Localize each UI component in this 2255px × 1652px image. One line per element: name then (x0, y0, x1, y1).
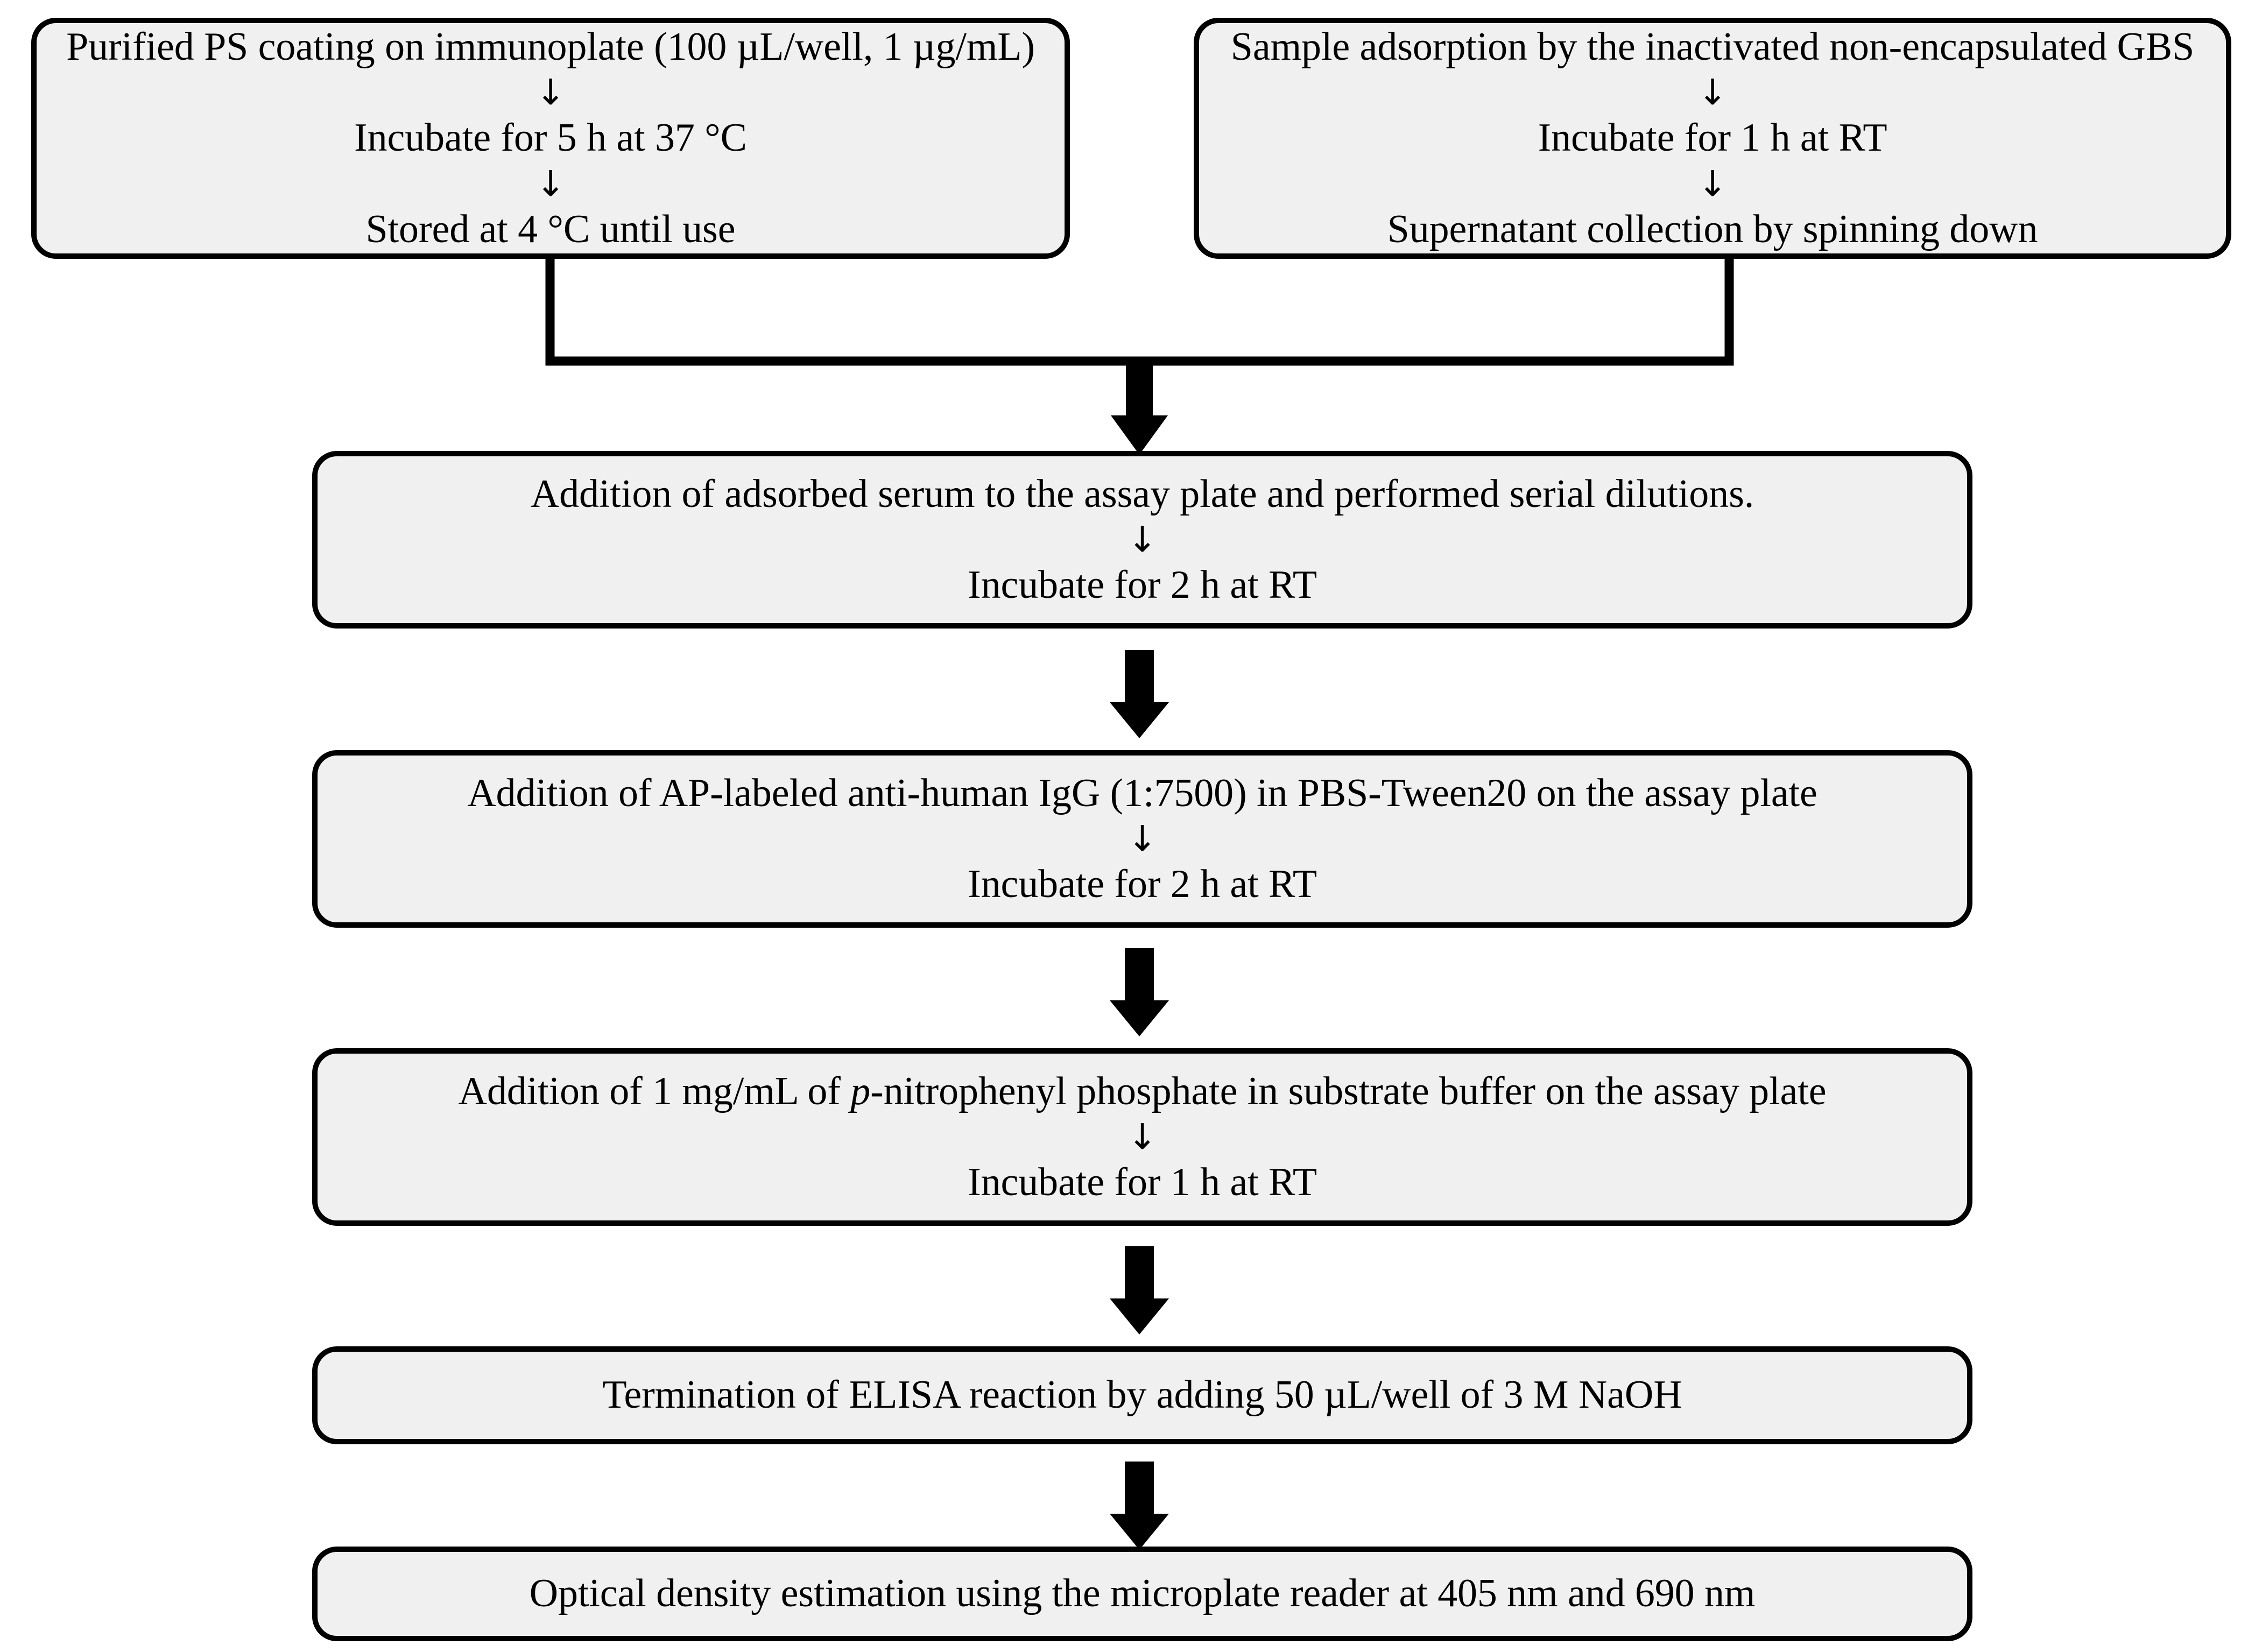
node-sample-adsorption[interactable]: Sample adsorption by the inactivated non… (1194, 18, 2231, 259)
substrate-line-1-prefix: Addition of 1 mg/mL of (458, 1069, 851, 1113)
sample-adsorption-line-2: Incubate for 1 h at RT (1538, 116, 1887, 160)
node-optical-density[interactable]: Optical density estimation using the mic… (312, 1547, 1972, 1641)
conjugate-addition-line-1: Addition of AP-labeled anti-human IgG (1… (467, 771, 1817, 815)
sample-adsorption-line-3: Supernatant collection by spinning down (1387, 207, 2038, 251)
substrate-addition-line-1: Addition of 1 mg/mL of p-nitrophenyl pho… (459, 1071, 1827, 1112)
node-substrate-addition[interactable]: Addition of 1 mg/mL of p-nitrophenyl pho… (312, 1048, 1972, 1226)
arrow-conjugate-to-substrate (1110, 948, 1169, 1036)
down-arrow-glyph: ↓ (535, 72, 566, 114)
sample-adsorption-line-1: Sample adsorption by the inactivated non… (1230, 24, 2195, 69)
arrow-serum-to-conjugate (1110, 650, 1169, 738)
down-arrow-glyph: ↓ (1697, 72, 1728, 114)
down-arrow-glyph: ↓ (535, 163, 566, 204)
substrate-addition-line-2: Incubate for 1 h at RT (968, 1160, 1317, 1204)
arrow-substrate-to-termination (1110, 1246, 1169, 1335)
ps-coating-line-3: Stored at 4 °C until use (365, 207, 736, 251)
serum-addition-line-2: Incubate for 2 h at RT (968, 563, 1317, 607)
substrate-line-1-italic-p: p (850, 1069, 871, 1113)
down-arrow-glyph: ↓ (1127, 818, 1158, 859)
node-conjugate-addition[interactable]: Addition of AP-labeled anti-human IgG (1… (312, 750, 1972, 928)
termination-line-1: Termination of ELISA reaction by adding … (602, 1373, 1682, 1417)
merge-bracket (545, 259, 1734, 366)
conjugate-addition-line-2: Incubate for 2 h at RT (968, 862, 1317, 906)
down-arrow-glyph: ↓ (1127, 519, 1158, 560)
optical-density-line-1: Optical density estimation using the mic… (529, 1571, 1756, 1616)
node-serum-addition[interactable]: Addition of adsorbed serum to the assay … (312, 451, 1972, 629)
substrate-line-1-suffix: -nitrophenyl phosphate in substrate buff… (870, 1069, 1827, 1113)
ps-coating-line-1: Purified PS coating on immunoplate (100 … (66, 24, 1035, 69)
node-termination[interactable]: Termination of ELISA reaction by adding … (312, 1346, 1972, 1444)
ps-coating-line-2: Incubate for 5 h at 37 °C (354, 116, 747, 160)
arrow-merge-to-serum (1111, 358, 1168, 455)
down-arrow-glyph: ↓ (1127, 1116, 1158, 1157)
arrow-termination-to-od (1110, 1462, 1169, 1550)
serum-addition-line-1: Addition of adsorbed serum to the assay … (530, 471, 1754, 516)
down-arrow-glyph: ↓ (1697, 163, 1728, 204)
node-ps-coating[interactable]: Purified PS coating on immunoplate (100 … (31, 18, 1070, 259)
